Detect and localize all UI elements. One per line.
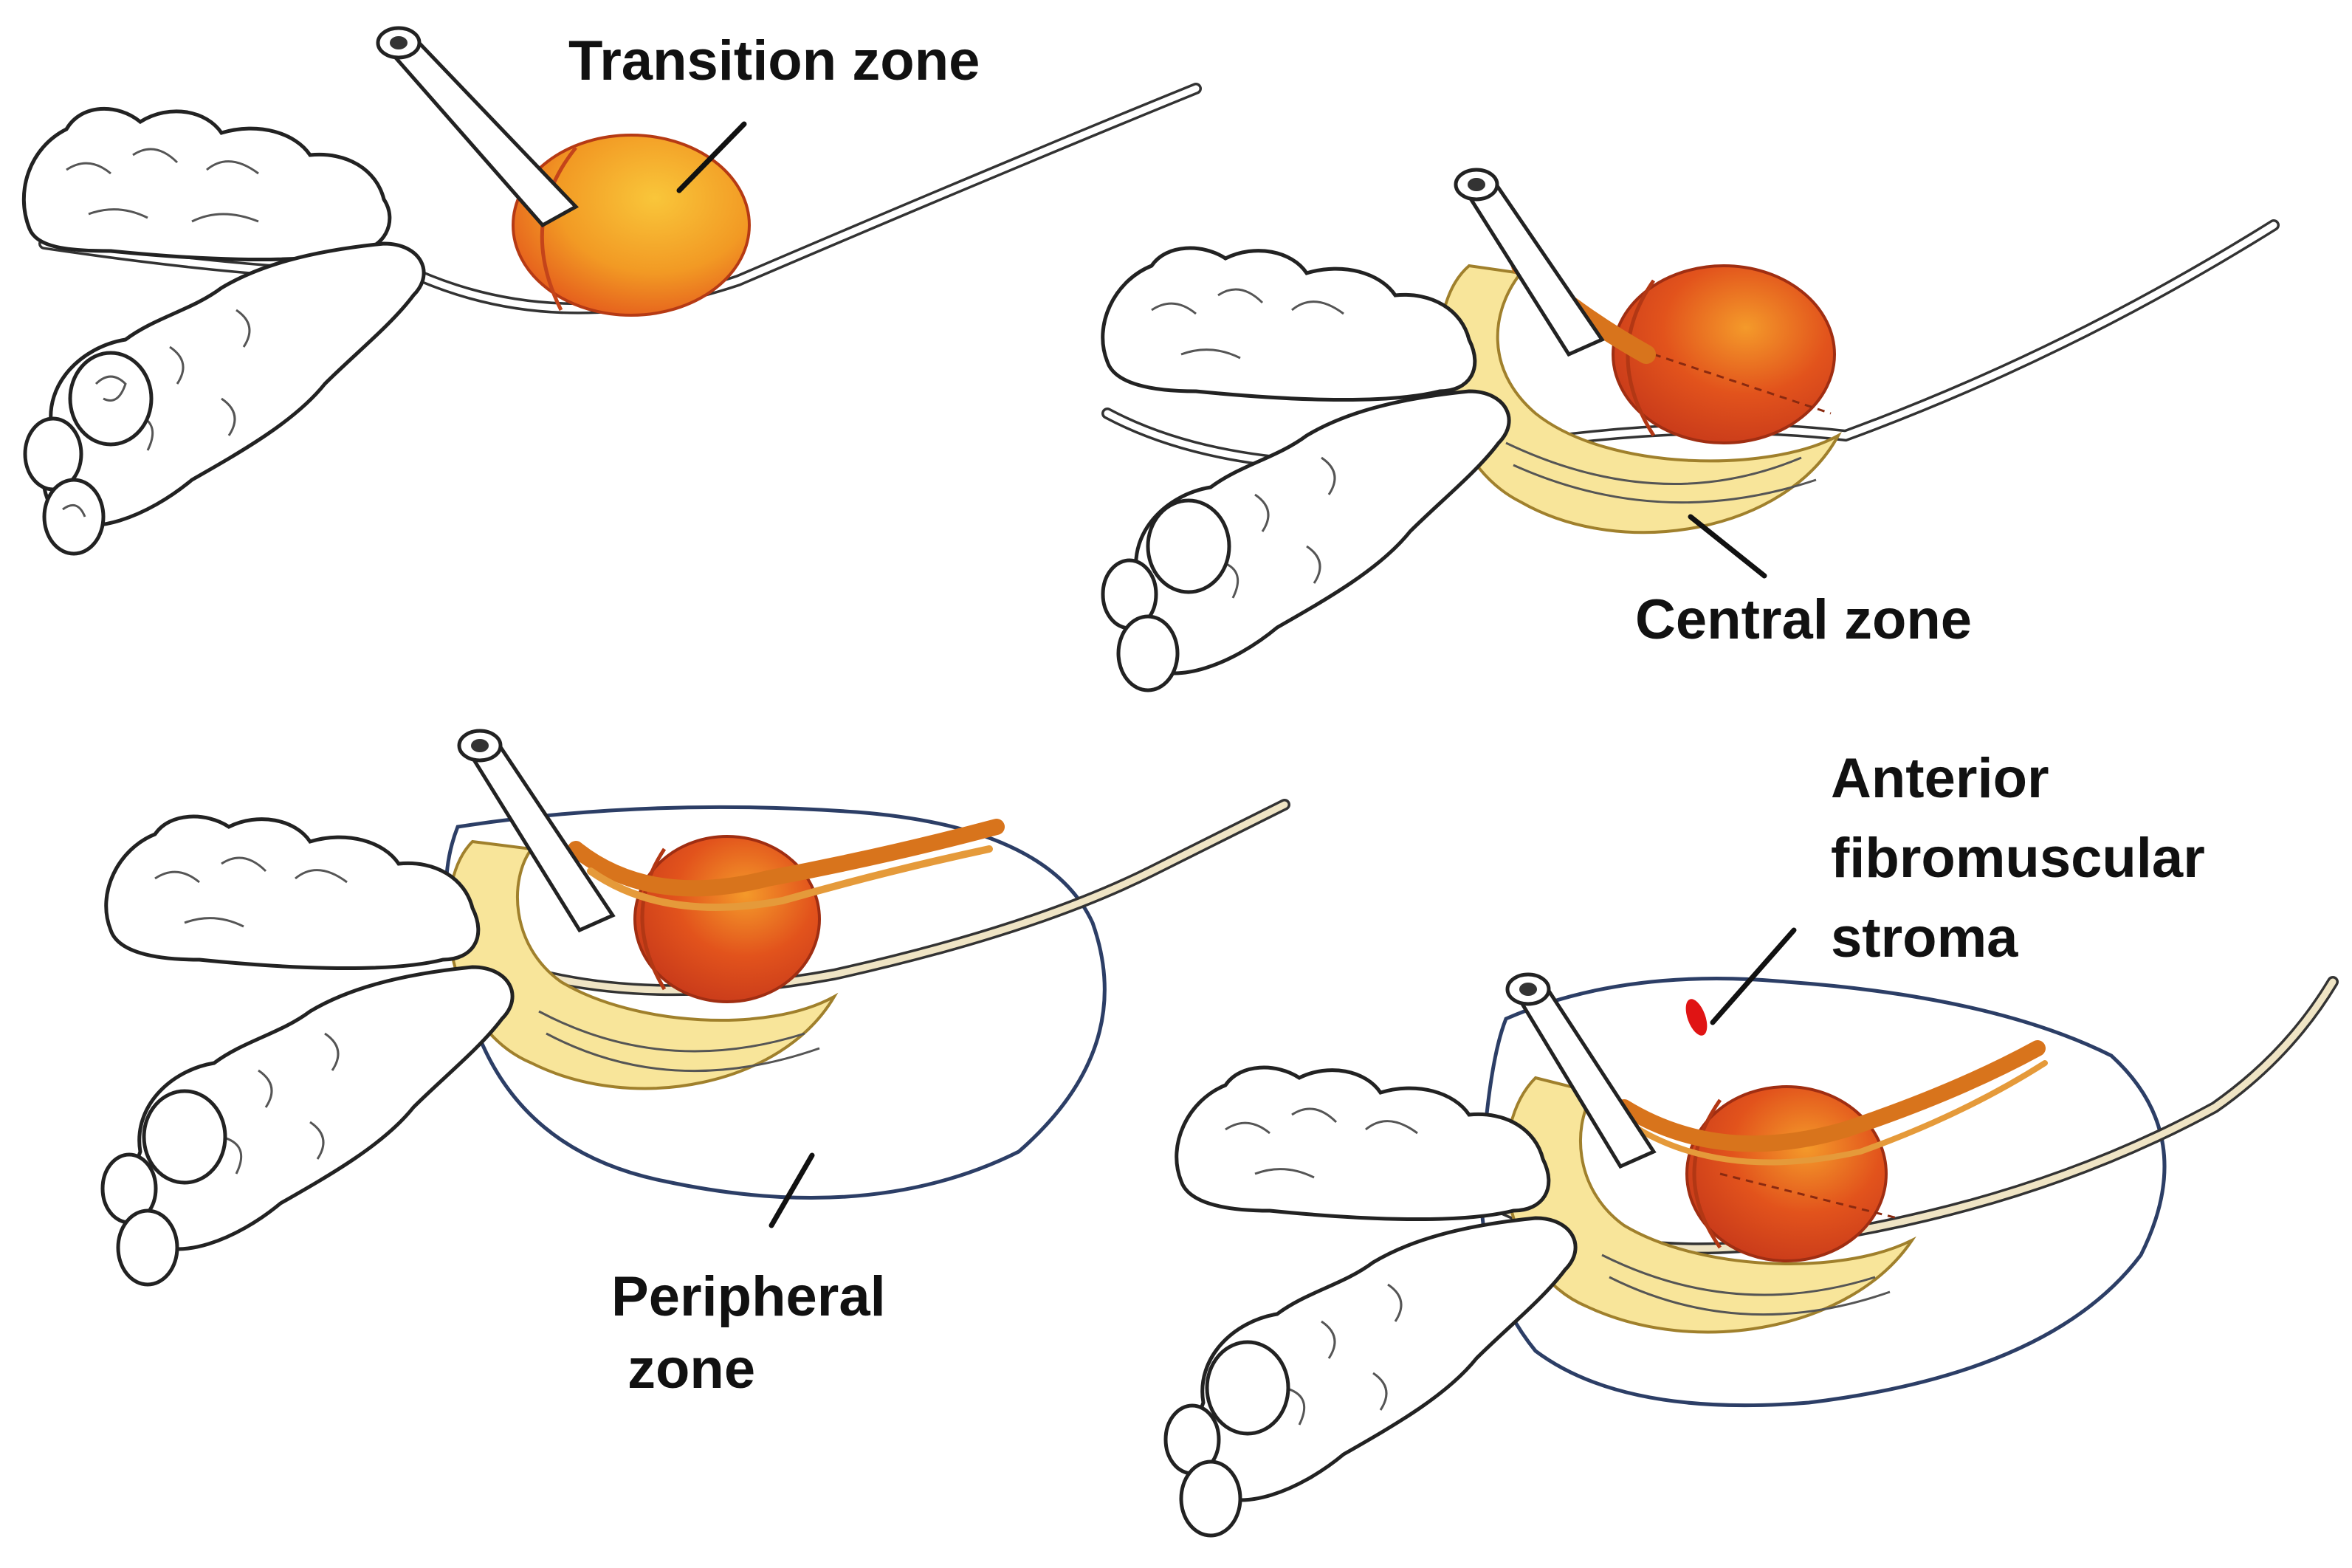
stroma-leader — [1710, 927, 1797, 1025]
stroma-label-line2: fibromuscular — [1831, 827, 2205, 890]
peripheral-zone-outline — [444, 805, 1107, 1200]
central-zone-leader — [1688, 514, 1767, 579]
peripheral-zone-label-line1: Peripheral — [611, 1265, 886, 1328]
panel-anterior-fibromuscular-stroma: Anterior fibromuscular stroma — [1163, 747, 2339, 1538]
central-zone-label: Central zone — [1635, 588, 1972, 651]
panel-central-zone: Central zone — [1101, 168, 2280, 692]
seminal-vesicle-lower — [41, 241, 426, 528]
panel-peripheral-zone: Peripheral zone — [100, 729, 1290, 1400]
peripheral-zone-leader — [768, 1152, 815, 1228]
stroma-label-line3: stroma — [1831, 907, 2018, 969]
stroma-label-line1: Anterior — [1831, 747, 2049, 810]
transition-zone-leader — [676, 121, 747, 193]
transition-zone-label: Transition zone — [568, 30, 980, 92]
seminal-vesicle-upper — [21, 106, 392, 262]
transition-zone-lobe — [512, 134, 751, 317]
panel-transition-zone: Transition zone — [21, 26, 1202, 556]
anterior-fibromuscular-stroma-marker — [1685, 999, 1708, 1036]
ejaculatory-duct-tube — [380, 35, 580, 228]
peripheral-zone-label-line2: zone — [627, 1338, 755, 1400]
